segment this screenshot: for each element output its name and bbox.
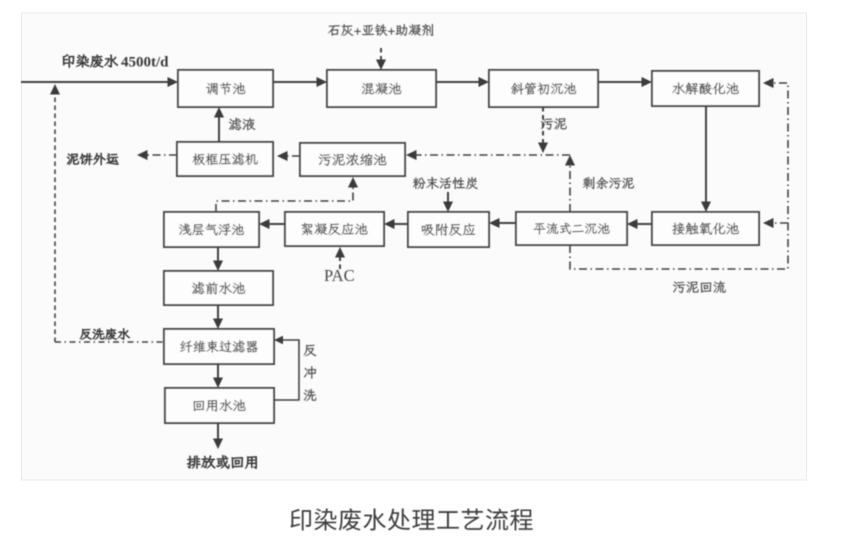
svg-text:4500t/d: 4500t/d: [121, 55, 169, 71]
svg-text:PAC: PAC: [324, 266, 355, 285]
